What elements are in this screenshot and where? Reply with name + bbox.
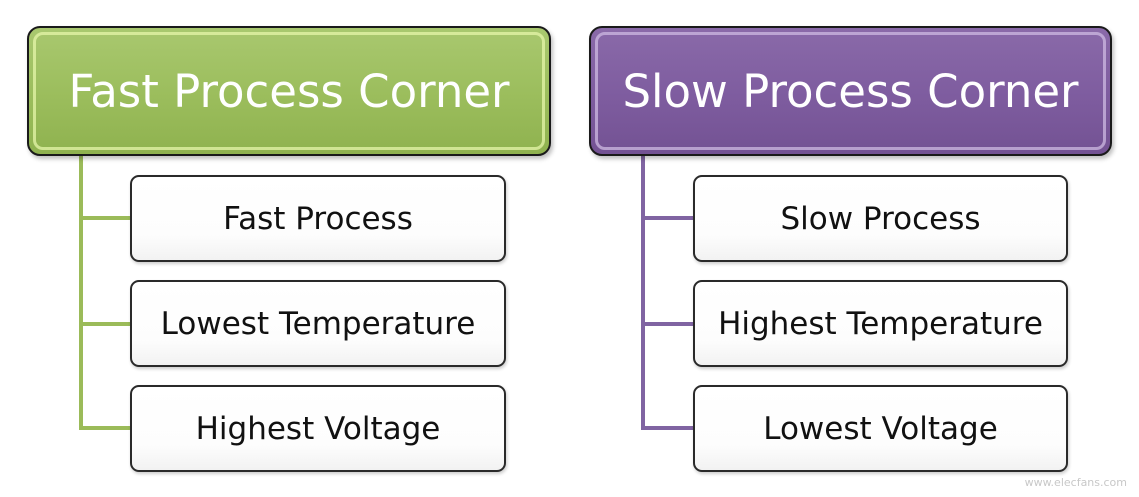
slow-process-label: Slow Process	[780, 200, 981, 237]
highest-temperature-label: Highest Temperature	[718, 305, 1043, 342]
fast-process-label: Fast Process	[223, 200, 413, 237]
highest-voltage-label: Highest Voltage	[195, 410, 441, 447]
fast-process-corner-title: Fast Process Corner	[68, 64, 510, 118]
watermark: www.elecfans.com	[1025, 476, 1127, 489]
left-connectors	[79, 156, 131, 430]
lowest-voltage-box: Lowest Voltage	[693, 385, 1068, 472]
right-connectors	[641, 156, 694, 430]
highest-voltage-box: Highest Voltage	[130, 385, 506, 472]
slow-process-corner-title: Slow Process Corner	[622, 64, 1079, 118]
slow-process-corner-header: Slow Process Corner	[589, 26, 1112, 156]
lowest-temperature-box: Lowest Temperature	[130, 280, 506, 367]
lowest-temperature-label: Lowest Temperature	[160, 305, 476, 342]
highest-temperature-box: Highest Temperature	[693, 280, 1068, 367]
fast-process-corner-header: Fast Process Corner	[27, 26, 551, 156]
slow-process-box: Slow Process	[693, 175, 1068, 262]
lowest-voltage-label: Lowest Voltage	[763, 410, 998, 447]
watermark-url: www.elecfans.com	[1024, 476, 1127, 489]
fast-process-box: Fast Process	[130, 175, 506, 262]
